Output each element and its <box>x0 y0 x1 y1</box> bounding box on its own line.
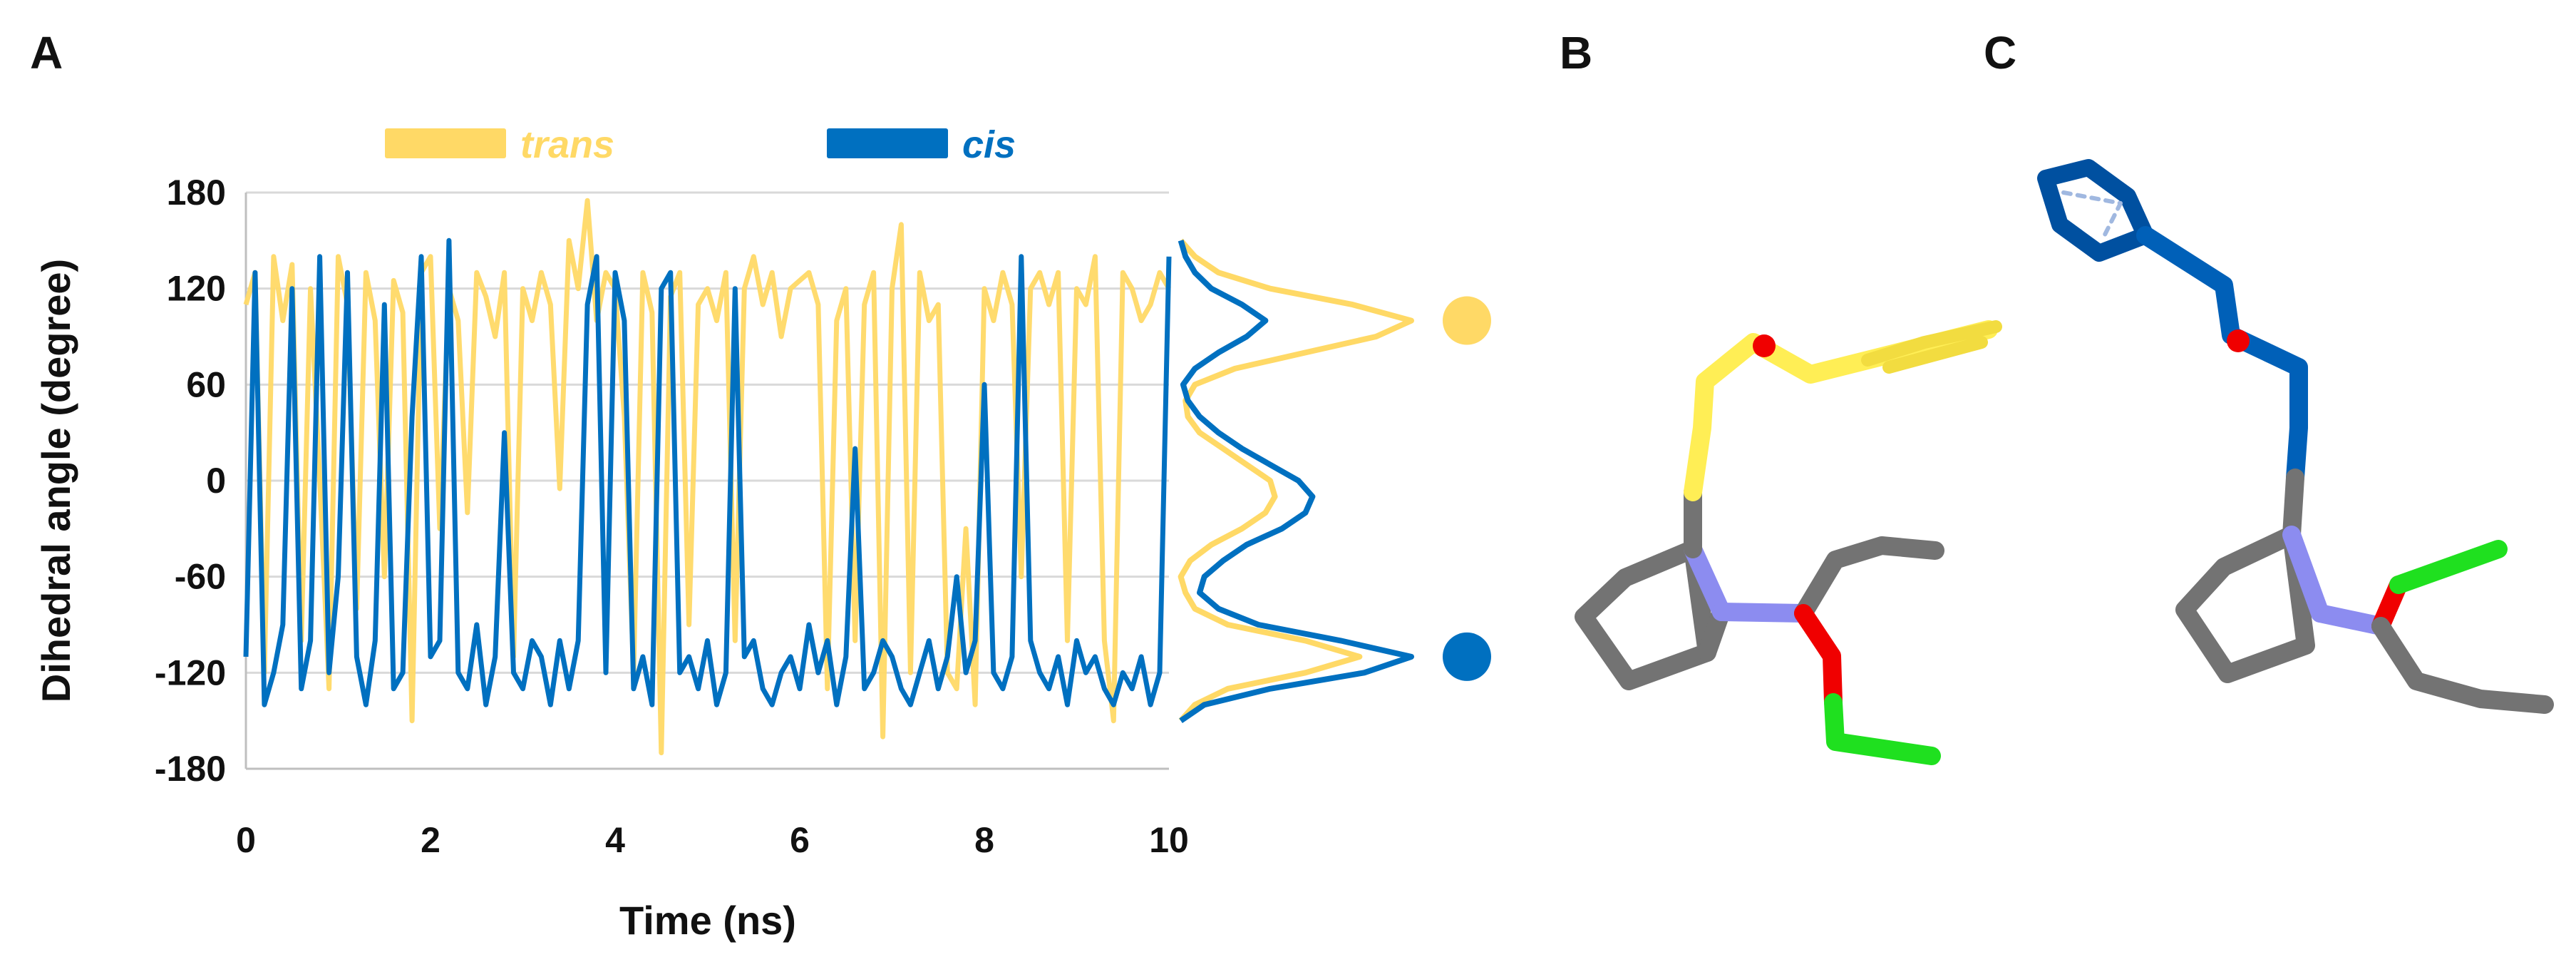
legend: trans cis <box>385 123 1016 166</box>
grid-lines <box>246 191 1169 770</box>
series-lines <box>243 198 1172 756</box>
panel-letter-c: C <box>1984 27 2016 78</box>
x-tick-label-3: 6 <box>790 820 810 860</box>
x-axis-title: Time (ns) <box>619 898 796 943</box>
x-tick-labels: 0 2 4 6 8 10 <box>236 820 1189 860</box>
chain-grey-cis <box>2282 469 2304 544</box>
angle-distributions <box>1178 238 1491 724</box>
panel-letter-b: B <box>1560 27 1592 78</box>
y-tick-label-0: 180 <box>167 173 226 213</box>
y-axis-title: Dihedral angle (degree) <box>34 259 78 702</box>
y-tick-label-4: -60 <box>175 557 226 597</box>
molecule-trans-structure <box>1575 320 2002 765</box>
y-tick-labels: 180 120 60 0 -60 -120 -180 <box>155 173 226 789</box>
y-tick-label-3: 0 <box>206 461 226 501</box>
marker-dot-trans <box>1443 296 1491 345</box>
legend-swatch-cis <box>827 128 948 158</box>
y-tick-label-6: -180 <box>155 749 226 789</box>
n-c-bond-cis <box>2311 604 2390 635</box>
chlorine-bond-trans <box>1824 693 1941 765</box>
distribution-curve-trans <box>1178 238 1414 723</box>
y-tick-label-1: 120 <box>167 269 226 309</box>
legend-swatch-trans <box>385 128 506 158</box>
oxygen-bond-trans <box>1794 604 1843 712</box>
series-line-cis <box>243 237 1172 707</box>
phenyl-yellow-trans <box>1861 320 2002 374</box>
ring-cis <box>2175 526 2315 683</box>
oxygen-linker-trans <box>1753 334 1776 357</box>
x-tick-label-0: 0 <box>236 820 256 860</box>
x-tick-label-4: 8 <box>974 820 994 860</box>
dihedral-angle-chart: 180 120 60 0 -60 -120 -180 0 2 4 6 8 10 Time (ns) D… <box>34 123 1491 943</box>
y-tick-label-2: 60 <box>186 364 226 404</box>
chlorine-bond-cis <box>2389 540 2508 594</box>
ring-n-segment-trans <box>1684 540 1731 621</box>
marker-dot-cis <box>1443 632 1491 681</box>
phenyl-ring-cis <box>2037 159 2154 262</box>
ring-trans <box>1575 540 1716 690</box>
linker-blue-cis <box>2136 226 2308 487</box>
x-tick-label-1: 2 <box>421 820 441 860</box>
x-tick-label-5: 10 <box>1149 820 1189 860</box>
n-c-bond-trans <box>1712 603 1813 623</box>
legend-label-cis: cis <box>962 123 1016 166</box>
distribution-curve-cis <box>1178 240 1414 724</box>
legend-label-trans: trans <box>520 123 614 166</box>
series-line-trans <box>243 198 1172 756</box>
axes <box>244 193 1169 770</box>
ring-n-segment-cis <box>2282 526 2329 623</box>
molecule-cis-structure <box>2037 159 2554 714</box>
ethyl-branch-trans <box>1794 536 1944 623</box>
panel-letter-a: A <box>30 27 63 78</box>
x-tick-label-2: 4 <box>605 820 625 860</box>
oxygen-linker-cis <box>2227 329 2250 352</box>
phenyl-inner-cis <box>2061 190 2123 241</box>
ethyl-branch-cis <box>2371 617 2554 714</box>
y-tick-label-5: -120 <box>155 653 226 692</box>
